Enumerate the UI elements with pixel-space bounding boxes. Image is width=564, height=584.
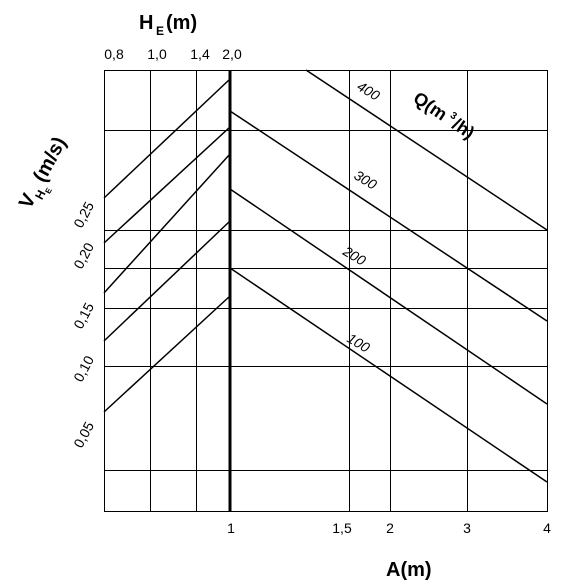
bottom-tick-label: 2 (386, 520, 394, 536)
left-axis-ticks: 0,05 0,10 0,15 0,20 0,25 (70, 199, 97, 451)
series-line-left-100 (103, 295, 231, 413)
grid (104, 70, 548, 512)
bottom-axis-title: A(m) (386, 559, 432, 581)
top-tick-label: 1,4 (190, 46, 210, 62)
series-line-right-200 (229, 188, 548, 405)
top-axis-title: H E (m) (139, 12, 197, 38)
series-line-left-300 (103, 153, 231, 294)
series-lines (103, 69, 548, 483)
top-axis-title-unit: (m) (166, 12, 197, 34)
left-axis-title-unit: (m/s) (29, 133, 71, 186)
bottom-axis-ticks: 1 1,5 2 3 4 (227, 520, 551, 536)
top-axis-title-sub: E (156, 24, 164, 38)
top-tick-label: 2,0 (222, 46, 242, 62)
series-line-right-100 (229, 267, 548, 483)
left-tick-label: 0,10 (70, 353, 97, 385)
top-axis-title-main: H (139, 12, 153, 34)
series-label-100: 100 (344, 330, 372, 356)
top-tick-label: 0,8 (104, 46, 124, 62)
series-line-left-200 (103, 220, 231, 342)
series-line-right-400 (305, 69, 548, 231)
series-label-300: 300 (351, 167, 379, 193)
bottom-tick-label: 1,5 (332, 520, 352, 536)
series-line-right-300 (229, 110, 548, 322)
top-axis-ticks: 0,8 1,0 1,4 2,0 (104, 46, 242, 62)
left-tick-label: 0,25 (70, 199, 97, 231)
series-line-left-400 (103, 126, 231, 244)
left-axis-title: V H E (m/s) (15, 133, 71, 212)
plot-frame (104, 70, 548, 512)
left-tick-label: 0,15 (70, 300, 97, 332)
bottom-tick-label: 3 (463, 520, 471, 536)
bottom-tick-label: 1 (227, 520, 235, 536)
bottom-tick-label: 4 (543, 520, 551, 536)
series-line-left-top (103, 78, 231, 199)
left-tick-label: 0,20 (70, 240, 97, 272)
flow-label-main: Q(m (410, 88, 451, 125)
series-label-400: 400 (354, 78, 382, 104)
series-label-200: 200 (340, 242, 369, 268)
left-axis-title-sub2: E (43, 186, 54, 196)
series-labels: 100 200 300 400 (340, 78, 383, 356)
flow-label-sup: 3 (448, 110, 459, 122)
top-tick-label: 1,0 (147, 46, 167, 62)
left-tick-label: 0,05 (70, 419, 97, 451)
